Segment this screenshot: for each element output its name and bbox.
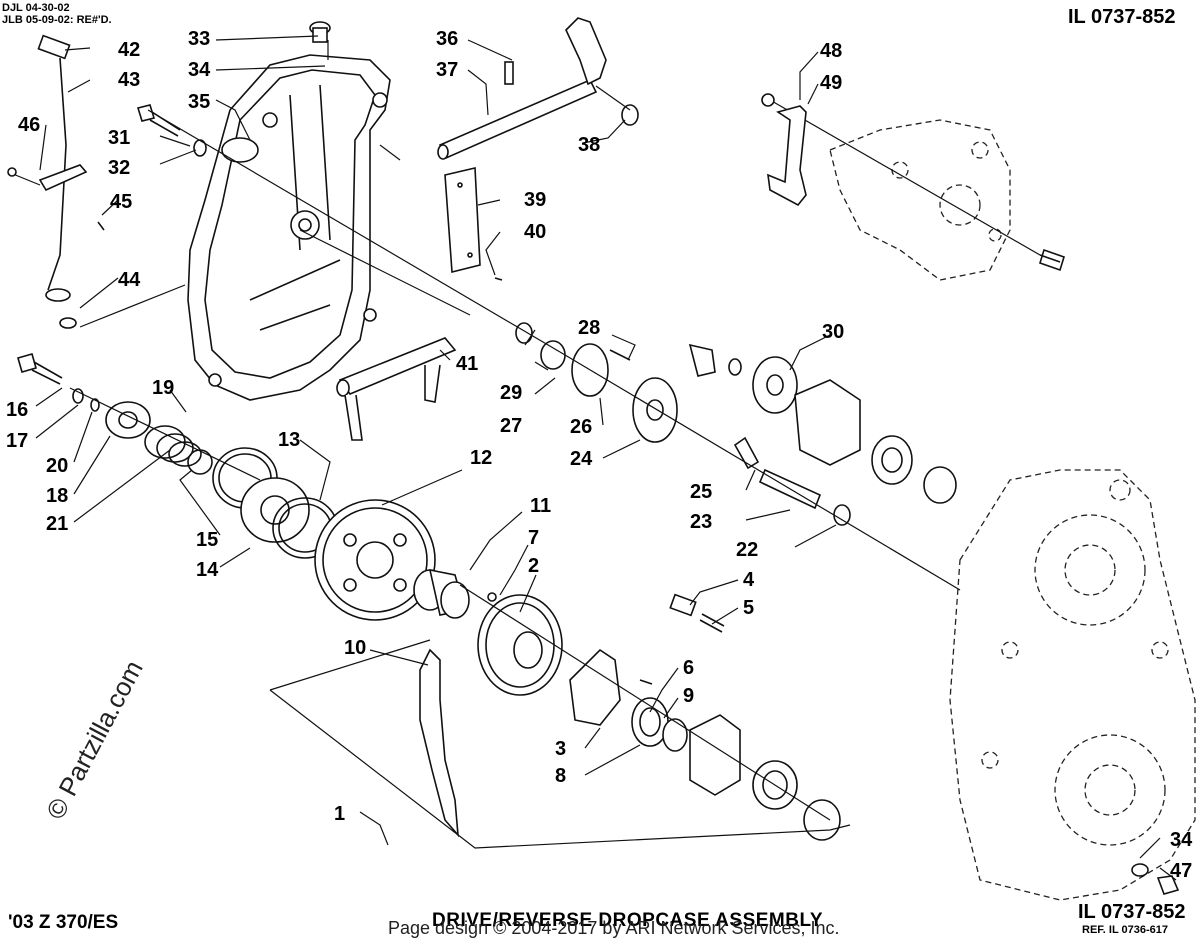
callout-36: 36 [436, 28, 458, 50]
callout-numbers: 1 2 3 4 5 6 7 8 9 10 11 12 13 14 15 16 1… [6, 28, 1193, 882]
callout-9: 9 [683, 685, 694, 707]
detent-plunger [669, 593, 725, 633]
bolt-16 [17, 353, 100, 412]
callout-48: 48 [820, 40, 842, 62]
thrust-washers [212, 447, 338, 559]
callout-45: 45 [110, 191, 132, 213]
chaincase-cover [187, 54, 391, 401]
callout-1: 1 [334, 803, 345, 825]
callout-42: 42 [118, 39, 140, 61]
page-credit: Page design © 2004-2017 by ARI Network S… [388, 918, 840, 938]
callout-8: 8 [555, 765, 566, 787]
shift-fork [336, 337, 457, 441]
callout-18: 18 [46, 485, 68, 507]
callout-29: 29 [500, 382, 522, 404]
callout-7: 7 [528, 527, 539, 549]
callout-21: 21 [46, 513, 68, 535]
lever-bracket [761, 93, 807, 207]
callout-44: 44 [118, 269, 141, 291]
gear-30 [688, 343, 957, 504]
callout-15: 15 [196, 529, 218, 551]
callout-20: 20 [46, 455, 68, 477]
callout-13: 13 [278, 429, 300, 451]
callout-19: 19 [152, 377, 174, 399]
callout-22: 22 [736, 539, 758, 561]
drive-chain [419, 648, 460, 838]
callout-23: 23 [690, 511, 712, 533]
callout-34b: 34 [1170, 829, 1193, 851]
dipstick [37, 34, 105, 329]
callout-39: 39 [524, 189, 546, 211]
lower-bearing-flange [689, 714, 841, 841]
callout-12: 12 [470, 447, 492, 469]
callout-leaders [35, 35, 1177, 881]
callout-32: 32 [108, 157, 130, 179]
shift-shaft [437, 17, 639, 160]
callout-30: 30 [822, 321, 844, 343]
callout-27: 27 [500, 415, 522, 437]
chaincase-bracket [829, 119, 1011, 281]
model-label: '03 Z 370/ES [8, 912, 119, 933]
cover-plate [444, 167, 503, 281]
callout-43: 43 [118, 69, 140, 91]
callout-5: 5 [743, 597, 754, 619]
callout-14: 14 [196, 559, 219, 581]
reference-id: REF. IL 0736-617 [1082, 924, 1169, 936]
bolt-33 [309, 21, 331, 43]
callout-4: 4 [743, 569, 755, 591]
revision-note-1: DJL 04-30-02 [2, 2, 70, 14]
callout-17: 17 [6, 430, 28, 452]
callout-47: 47 [1170, 860, 1192, 882]
callout-35: 35 [188, 91, 210, 113]
dropcase-housing [949, 469, 1196, 901]
revision-note-2: JLB 05-09-02: RE#'D. [2, 14, 112, 26]
callout-31: 31 [108, 127, 130, 149]
drain-plug [1131, 863, 1180, 895]
callout-2: 2 [528, 555, 539, 577]
diagram-title: DRIVE/REVERSE DROPCASE ASSEMBLY [432, 910, 824, 931]
callout-11: 11 [530, 495, 551, 517]
callout-46: 46 [18, 114, 40, 136]
callout-40: 40 [524, 221, 546, 243]
callout-37: 37 [436, 59, 458, 81]
callout-24: 24 [570, 448, 593, 470]
callout-25: 25 [690, 481, 712, 503]
callout-34: 34 [188, 59, 211, 81]
callout-38: 38 [578, 134, 600, 156]
callout-28: 28 [578, 317, 600, 339]
reverse-shoe [569, 648, 688, 752]
splined-hub [413, 568, 470, 619]
gear-2 [477, 592, 563, 696]
callout-6: 6 [683, 657, 694, 679]
callout-33: 33 [188, 28, 210, 50]
sprocket-12 [314, 499, 436, 621]
callout-3: 3 [555, 738, 566, 760]
callout-26: 26 [570, 416, 592, 438]
callout-16: 16 [6, 399, 28, 421]
illustration-id-bottom: IL 0737-852 [1078, 901, 1186, 923]
callout-41: 41 [456, 353, 478, 375]
callout-49: 49 [820, 72, 842, 94]
illustration-id-top: IL 0737-852 [1068, 6, 1176, 28]
callout-10: 10 [344, 637, 366, 659]
